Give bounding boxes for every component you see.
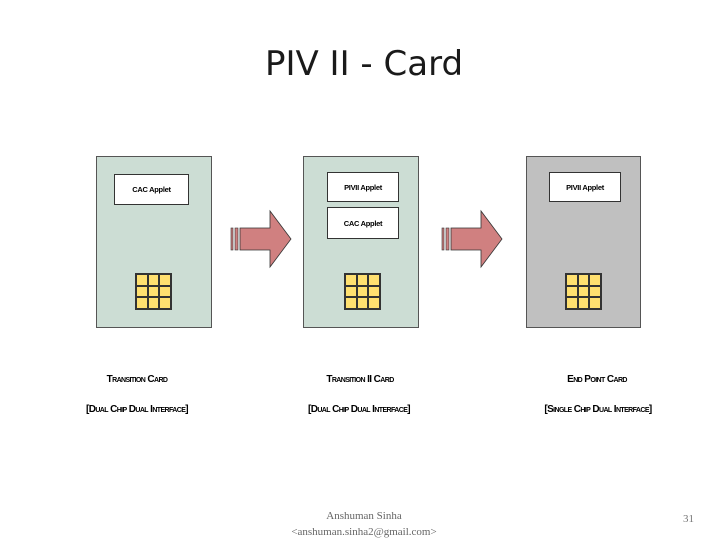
footer-email: <anshuman.sinha2@gmail.com> <box>291 526 437 538</box>
transition-ii-card-subcaption: [Dual Chip Dual Interface] <box>307 404 411 415</box>
arrow-right-icon <box>230 209 292 269</box>
pivii-applet-box: PIVII Applet <box>327 172 399 202</box>
page-number: 31 <box>683 513 694 525</box>
transition-ii-card-caption: Transition II Card <box>326 374 394 385</box>
chip-icon <box>135 273 172 310</box>
footer: Anshuman Sinha <anshuman.sinha2@gmail.co… <box>264 508 464 540</box>
chip-icon <box>565 273 602 310</box>
pivii-applet-box: PIVII Applet <box>549 172 621 202</box>
transition-ii-card: PIVII Applet CAC Applet <box>303 156 419 328</box>
slide-title: PIV II - Card <box>264 44 464 84</box>
end-point-card-caption: End Point Card <box>567 374 627 385</box>
arrow-right-icon <box>441 209 503 269</box>
end-point-card-subcaption: [Single Chip Dual Interface] <box>544 404 652 415</box>
end-point-card: PIVII Applet <box>526 156 641 328</box>
cac-applet-box: CAC Applet <box>327 207 399 239</box>
cac-applet-box: CAC Applet <box>114 174 189 205</box>
footer-author: Anshuman Sinha <box>326 510 402 522</box>
transition-card-caption: Transition Card <box>106 374 168 385</box>
transition-card-subcaption: [Dual Chip Dual Interface] <box>85 404 189 415</box>
transition-card: CAC Applet <box>96 156 212 328</box>
chip-icon <box>344 273 381 310</box>
